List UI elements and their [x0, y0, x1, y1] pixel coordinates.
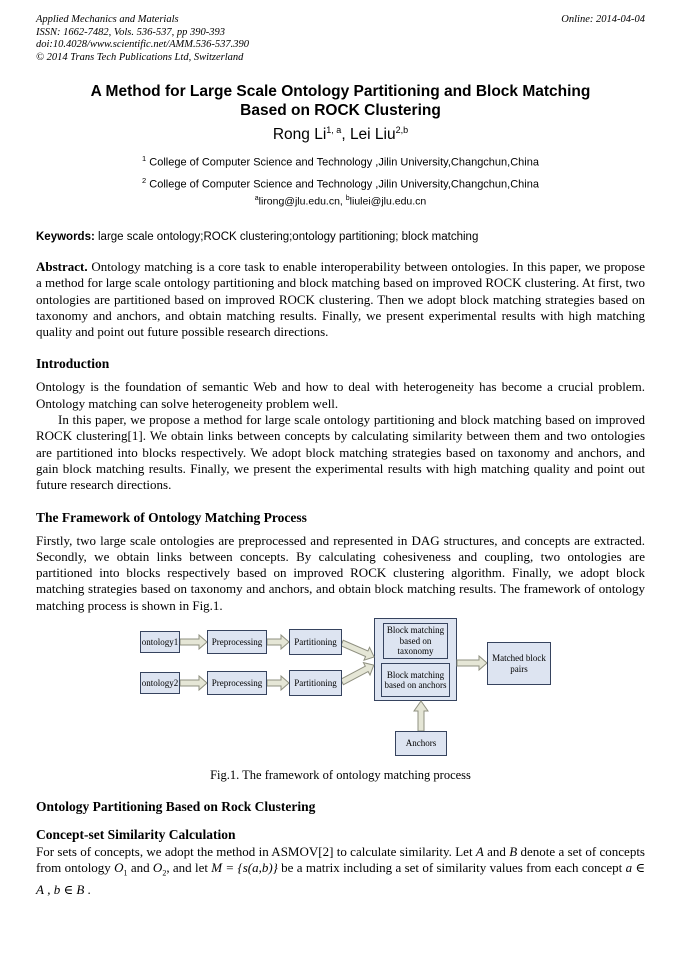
arrow-ontology1-to-preprocessing [179, 633, 208, 651]
author-1: Rong Li [272, 126, 327, 144]
affiliation-1-superscript: 1 [142, 154, 147, 164]
figure-box-block-matching-taxonomy: Block matching based on taxonomy [383, 623, 448, 660]
similarity-text-5: , and let [166, 860, 212, 876]
figure-box-ontology1: ontology1 [140, 631, 180, 654]
arrow-preprocessing2-to-partitioning [266, 674, 290, 692]
similarity-text-1: For sets of concepts, we adopt the metho… [36, 844, 476, 860]
email-b-superscript: b [345, 195, 350, 203]
introduction-paragraph-2: In this paper, we propose a method for l… [36, 412, 645, 493]
online-date: Online: 2014-04-04 [561, 14, 645, 25]
arrow-preprocessing1-to-partitioning [266, 633, 290, 651]
affiliation-2-superscript: 2 [142, 175, 147, 185]
figure-box-partitioning-2: Partitioning [289, 670, 342, 697]
similarity-paragraph: For sets of concepts, we adopt the metho… [36, 844, 645, 898]
paper-title: A Method for Large Scale Ontology Partit… [36, 82, 645, 120]
figure-1-caption: Fig.1. The framework of ontology matchin… [210, 768, 471, 783]
emails-line: alirong@jlu.edu.cn, bliulei@jlu.edu.cn [36, 195, 645, 208]
flow-arrows [179, 633, 488, 732]
figure-box-ontology2: ontology2 [140, 672, 180, 695]
keywords-line: Keywords: large scale ontology;ROCK clus… [36, 230, 645, 244]
abstract-text: Ontology matching is a core task to enab… [36, 258, 645, 340]
figure-box-partitioning-1: Partitioning [289, 629, 342, 656]
variable-O1-subscript: 1 [123, 868, 128, 878]
framework-heading: The Framework of Ontology Matching Proce… [36, 509, 307, 525]
author-2: Lei Liu [349, 126, 396, 144]
abstract-label: Abstract. [36, 258, 88, 274]
variable-O2-subscript: 2 [162, 868, 167, 878]
anchors-matching-line-2: based on anchors [384, 680, 447, 691]
journal-name: Applied Mechanics and Materials [36, 14, 179, 25]
similarity-text-3: denote a set of concepts from ontology [36, 844, 645, 876]
journal-info: Applied Mechanics and Materials ISSN: 16… [36, 14, 249, 64]
email-a: lirong@jlu.edu.cn, [258, 195, 346, 208]
variable-O2: O [152, 860, 163, 876]
email-a-superscript: a [254, 195, 259, 203]
figure-box-preprocessing-1: Preprocessing [207, 630, 267, 655]
variable-A: A [475, 844, 484, 860]
journal-doi: doi:10.4028/www.scientific.net/AMM.536-5… [36, 39, 249, 50]
affiliation-2-text: College of Computer Science and Technolo… [146, 178, 539, 191]
paper-title-line2: Based on ROCK Clustering [240, 102, 441, 119]
introduction-heading: Introduction [36, 356, 110, 372]
figure-box-matched-block-pairs: Matched block pairs [487, 642, 551, 686]
element-a-in-A: a ∈ A [36, 860, 646, 898]
email-b: liulei@jlu.edu.cn [349, 195, 427, 208]
paper-title-line1: A Method for Large Scale Ontology Partit… [90, 83, 591, 100]
journal-header: Applied Mechanics and Materials ISSN: 16… [36, 14, 645, 64]
arrow-partitioning2-to-matcher [339, 661, 375, 686]
journal-copyright: © 2014 Trans Tech Publications Ltd, Swit… [36, 51, 244, 63]
arrow-ontology2-to-preprocessing [179, 674, 208, 692]
variable-B: B [509, 844, 518, 860]
variable-O1: O [114, 860, 124, 876]
matrix-formula: M = {s(a,b)} [211, 860, 278, 876]
similarity-subheading: Concept-set Similarity Calculation [36, 827, 236, 843]
taxonomy-line-2: based on [399, 635, 432, 646]
arrow-anchors-to-matcher [413, 700, 429, 732]
similarity-text-8: . [84, 882, 91, 898]
framework-paragraph: Firstly, two large scale ontologies are … [36, 532, 645, 613]
author-1-superscript: 1, a [326, 125, 342, 135]
introduction-paragraph-1: Ontology is the foundation of semantic W… [36, 379, 645, 411]
journal-issn: ISSN: 1662-7482, Vols. 536-537, pp 390-3… [36, 26, 225, 38]
authors-line: Rong Li1, a, Lei Liu2,b [36, 125, 645, 144]
similarity-text-6: be a matrix including a set of similarit… [277, 860, 626, 876]
figure-box-anchors: Anchors [395, 731, 447, 757]
arrow-partitioning1-to-matcher [340, 639, 375, 662]
rock-section-heading: Ontology Partitioning Based on Rock Clus… [36, 799, 316, 815]
keywords-label: Keywords: [36, 230, 95, 243]
abstract-paragraph: Abstract. Ontology matching is a core ta… [36, 259, 645, 340]
authors-separator: , [341, 126, 350, 144]
similarity-text-2: and [483, 844, 510, 860]
matched-pairs-line-2: pairs [510, 663, 528, 674]
element-b-in-B: b ∈ B [53, 882, 85, 898]
similarity-text-7: , [43, 882, 54, 898]
matched-pairs-line-1: Matched block [492, 653, 546, 664]
author-2-superscript: 2,b [395, 125, 409, 135]
figure-1-diagram: ontology1 Preprocessing Partitioning ont… [36, 617, 645, 765]
taxonomy-line-1: Block matching [386, 625, 445, 636]
keywords-text: large scale ontology;ROCK clustering;ont… [94, 230, 479, 243]
affiliation-1-text: College of Computer Science and Technolo… [146, 156, 539, 169]
affiliation-1: 1 College of Computer Science and Techno… [36, 152, 645, 170]
similarity-text-4: and [127, 860, 153, 876]
figure-box-block-matching-anchors: Block matching based on anchors [381, 663, 450, 698]
affiliation-2: 2 College of Computer Science and Techno… [36, 174, 645, 192]
figure-box-preprocessing-2: Preprocessing [207, 671, 267, 696]
arrow-matcher-to-matched-pairs [456, 654, 488, 672]
taxonomy-line-3: taxonomy [397, 646, 434, 657]
anchors-matching-line-1: Block matching [386, 669, 445, 680]
